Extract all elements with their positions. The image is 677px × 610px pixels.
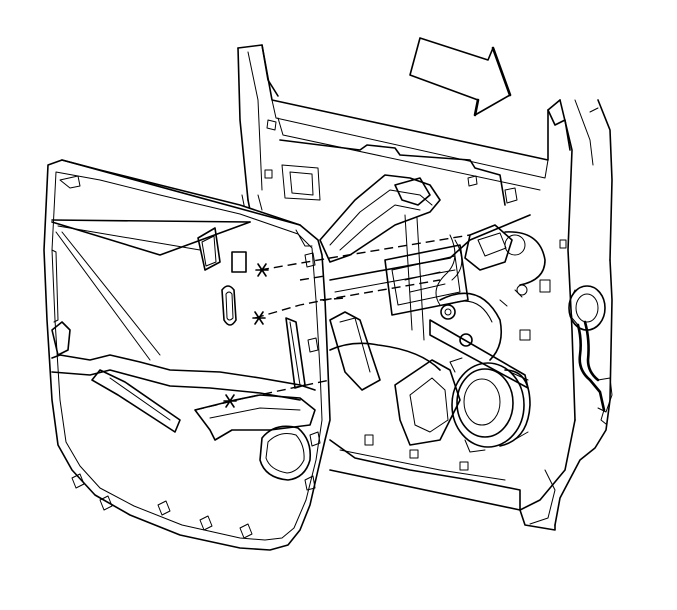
wiring-harness: [568, 285, 613, 425]
direction-arrow: [409, 37, 512, 117]
window-regulator: [319, 174, 546, 471]
fastener-marker: [223, 263, 269, 408]
speaker: [449, 357, 531, 453]
door-trim-panel: [43, 159, 331, 551]
fastener-alignment-lines: [194, 234, 471, 411]
